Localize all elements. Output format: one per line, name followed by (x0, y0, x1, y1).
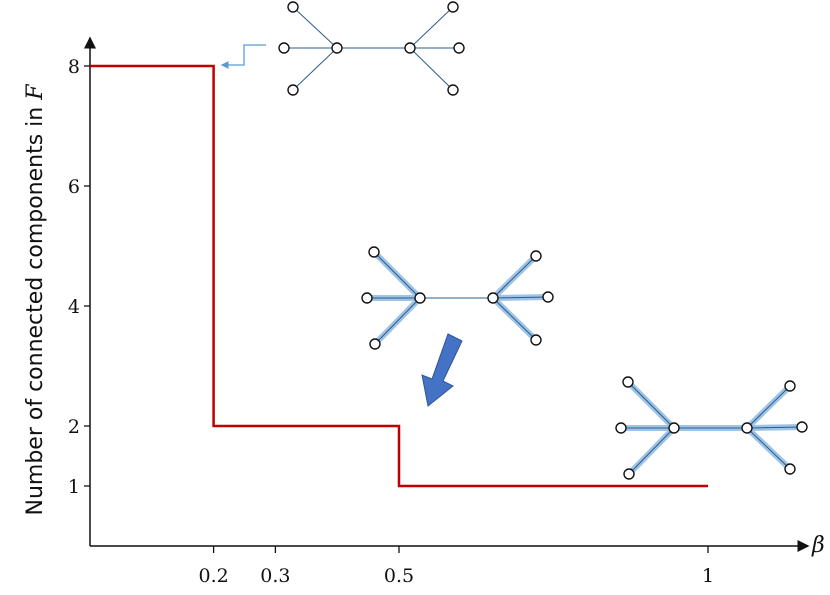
x-axis-label: β (811, 533, 825, 558)
transition-arrow (421, 333, 463, 407)
tree-graph-one-component (615, 376, 808, 480)
y-tick-label: 6 (68, 176, 80, 198)
step-line (90, 64, 708, 488)
y-tick-label: 1 (68, 476, 80, 498)
tree-graph-two-components (361, 246, 554, 350)
x-tick-label: 0.3 (260, 565, 290, 587)
tree-graph-full (278, 1, 465, 96)
pointer-arrow (220, 44, 266, 69)
x-tick-label: 0.5 (384, 565, 414, 587)
y-tick-label: 2 (68, 416, 80, 438)
x-tick-label: 1 (702, 565, 714, 587)
y-axis-label-prefix: Number of connected components in (23, 100, 48, 516)
x-tick-label: 0.2 (198, 565, 228, 587)
y-axis-label: Number of connected components in F (23, 84, 48, 516)
y-ticks: 1 2 4 6 8 (68, 56, 90, 498)
x-ticks: 0.2 0.3 0.5 1 (198, 546, 714, 587)
y-tick-label: 8 (68, 56, 80, 78)
y-tick-label: 4 (68, 296, 80, 318)
y-axis-label-var: F (23, 84, 48, 101)
